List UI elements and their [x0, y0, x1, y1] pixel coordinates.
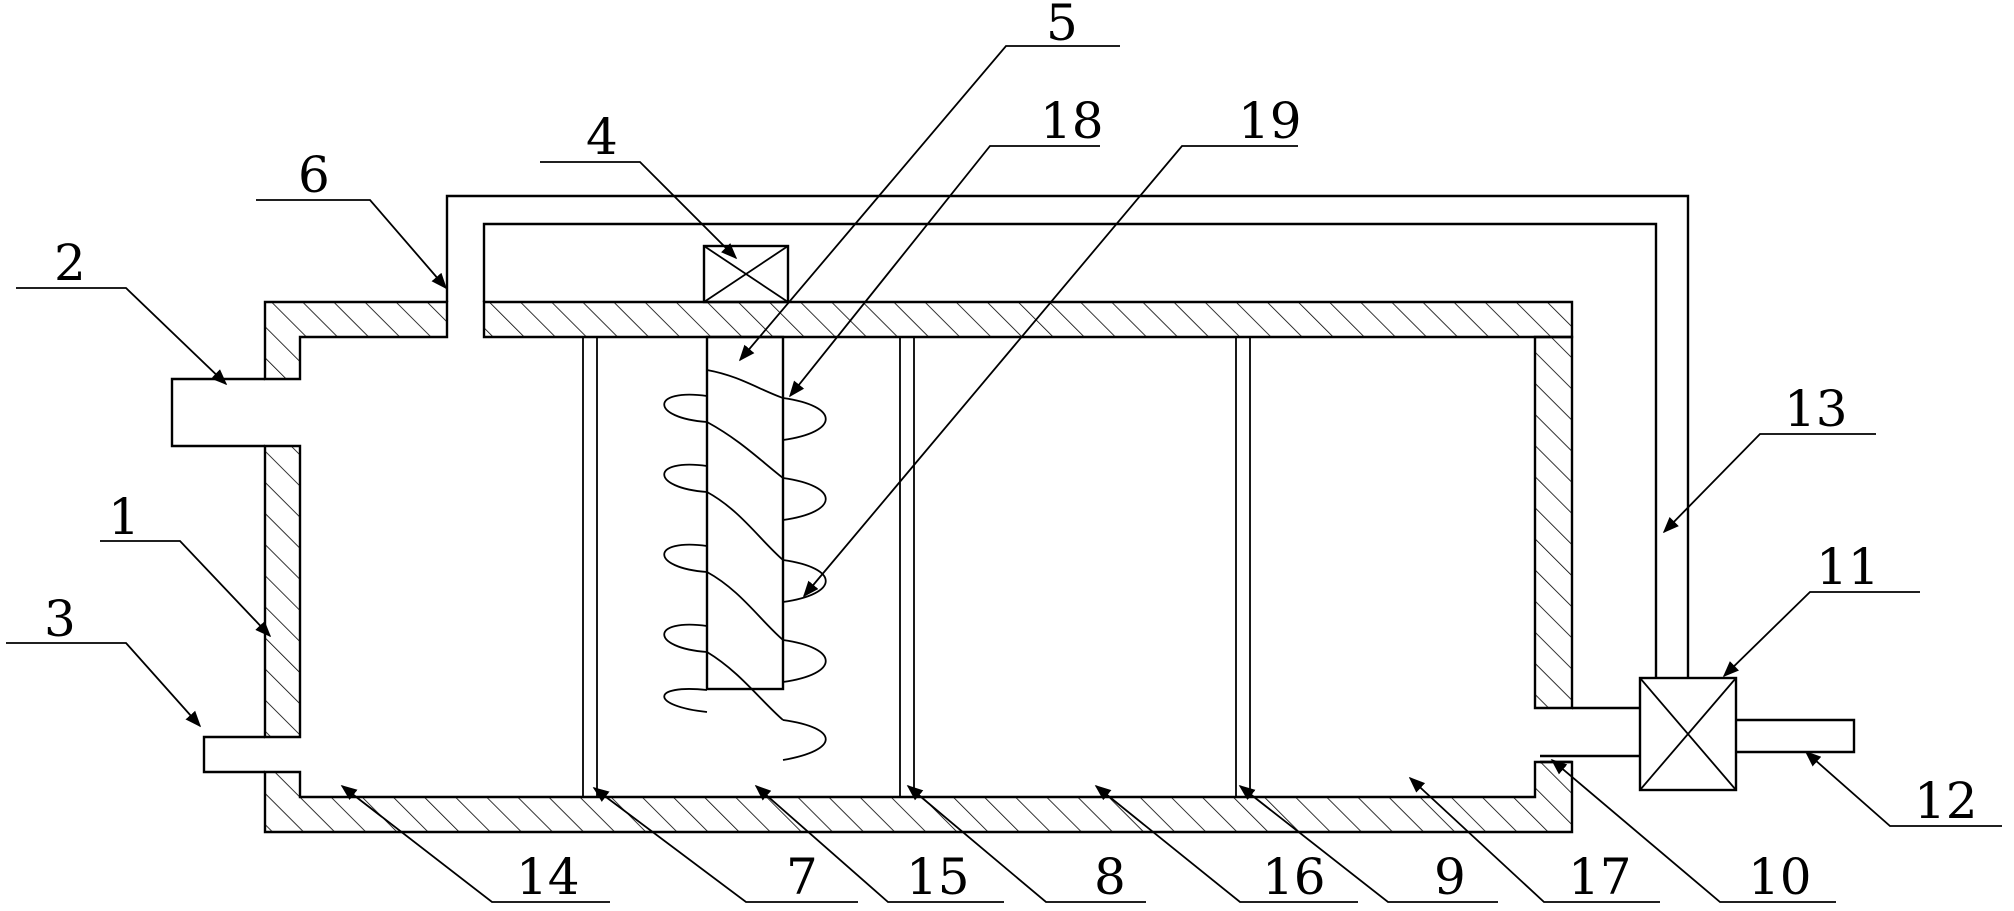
label-14: 14 — [516, 848, 580, 906]
label-16: 16 — [1262, 848, 1326, 906]
leader-lines — [6, 45, 2002, 903]
motor-4 — [702, 244, 790, 304]
return-pipe-outer — [445, 194, 1690, 678]
label-9: 9 — [1434, 848, 1466, 906]
top-wall-main — [482, 300, 1574, 339]
screw-conveyor — [663, 335, 827, 761]
top-wall-left — [263, 300, 449, 381]
label-13: 13 — [1784, 380, 1848, 438]
label-5: 5 — [1046, 0, 1078, 52]
label-2: 2 — [54, 234, 86, 292]
label-18: 18 — [1040, 92, 1104, 150]
label-4: 4 — [586, 108, 618, 166]
tank-body — [263, 300, 1574, 834]
label-11: 11 — [1816, 538, 1880, 596]
inlet-pipe-3 — [202, 735, 265, 774]
helical-blade-19 — [663, 369, 827, 761]
partitions — [582, 336, 1251, 798]
inlet-pipe-2 — [170, 377, 265, 448]
label-3: 3 — [44, 590, 76, 648]
label-7: 7 — [786, 848, 818, 906]
label-12: 12 — [1914, 772, 1978, 830]
partition-7 — [582, 336, 598, 798]
label-1: 1 — [108, 488, 140, 546]
label-15: 15 — [906, 848, 970, 906]
part-labels: 1 2 3 4 5 6 7 8 9 10 11 12 13 14 15 16 1… — [44, 0, 1978, 906]
bottom-wall — [263, 760, 1574, 834]
outlet-pipe-10 — [1540, 706, 1640, 764]
outlet-pipe-12 — [1736, 718, 1856, 754]
return-pipe-inner — [482, 222, 1658, 678]
label-6: 6 — [298, 146, 330, 204]
valve-11 — [1638, 676, 1738, 792]
label-10: 10 — [1748, 848, 1812, 906]
label-19: 19 — [1238, 92, 1302, 150]
right-wall — [1533, 335, 1574, 710]
partition-8 — [899, 336, 915, 798]
screw-shaft-18 — [705, 335, 785, 691]
label-17: 17 — [1568, 848, 1632, 906]
left-wall-middle — [263, 444, 302, 739]
label-8: 8 — [1094, 848, 1126, 906]
partition-9 — [1235, 336, 1251, 798]
